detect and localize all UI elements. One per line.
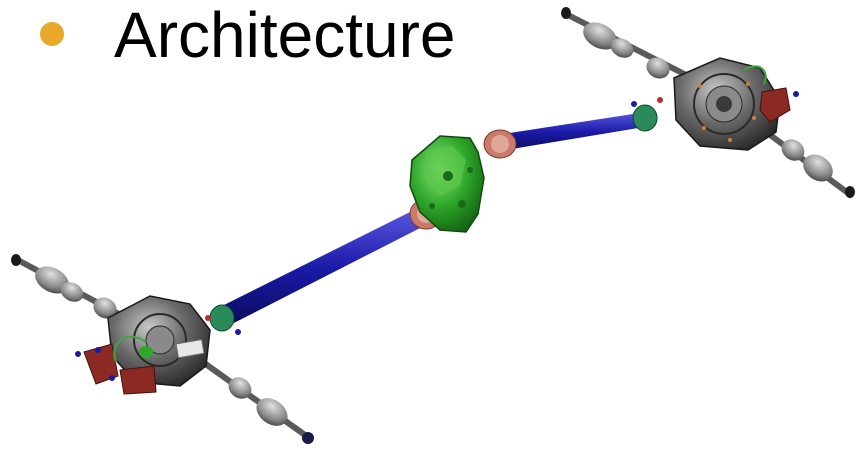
rear-propeller-shaft: [490, 112, 650, 152]
front-right-halfshaft: [198, 357, 314, 444]
transfer-case: [409, 135, 485, 233]
bullet-dot-icon: [40, 22, 64, 46]
front-axle-housing: [75, 295, 241, 395]
rear-left-halfshaft: [561, 7, 702, 85]
slide-heading: Architecture: [114, 0, 456, 71]
rear-axle-housing: [631, 57, 799, 151]
front-left-halfshaft: [11, 254, 132, 323]
front-propeller-shaft: [214, 208, 428, 328]
